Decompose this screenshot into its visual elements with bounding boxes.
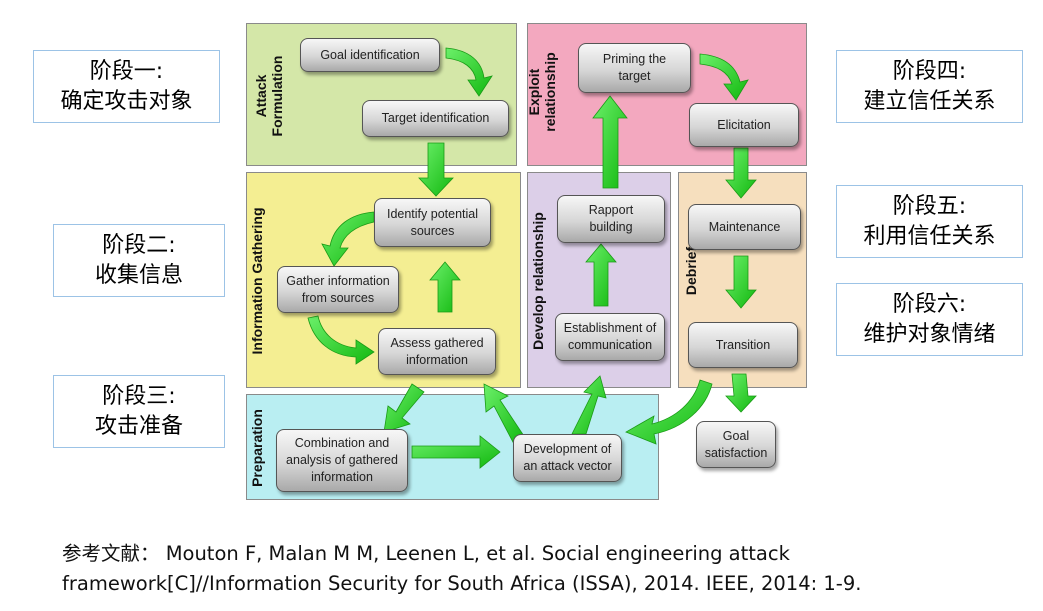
- side-label-stage-2: 阶段二: 收集信息: [53, 224, 225, 297]
- side-label-stage-3-text: 攻击准备: [94, 413, 183, 439]
- panel-title-debrief: Debrief: [683, 246, 699, 296]
- side-label-stage-4: 阶段四: 建立信任关系: [836, 50, 1023, 123]
- panel-title-develop-relationship: Develop relationship: [530, 212, 546, 350]
- reference-citation: 参考文献： Mouton F, Malan M M, Leenen L, et …: [62, 539, 1022, 599]
- node-target-identification: Target identification: [362, 100, 509, 137]
- side-label-stage-1-text: 确定攻击对象: [60, 88, 193, 114]
- panel-title-exploit-relationship: Exploit relationship: [526, 52, 558, 132]
- panel-title-attack-formulation: Attack Formulation: [253, 55, 285, 137]
- node-assess-gathered-information: Assess gathered information: [378, 328, 496, 375]
- side-label-stage-5-text: 利用信任关系: [863, 223, 996, 249]
- side-label-stage-1: 阶段一: 确定攻击对象: [33, 50, 220, 123]
- node-development-attack-vector: Development of an attack vector: [513, 434, 622, 482]
- side-label-stage-4-text: 建立信任关系: [863, 88, 996, 114]
- reference-line-1: 参考文献： Mouton F, Malan M M, Leenen L, et …: [62, 542, 790, 565]
- node-combination-analysis: Combination and analysis of gathered inf…: [276, 429, 408, 492]
- node-transition: Transition: [688, 322, 798, 368]
- side-label-stage-3: 阶段三: 攻击准备: [53, 375, 225, 448]
- node-goal-identification: Goal identification: [300, 38, 440, 72]
- side-label-stage-5: 阶段五: 利用信任关系: [836, 185, 1023, 258]
- node-gather-information: Gather information from sources: [277, 266, 399, 313]
- side-label-stage-6: 阶段六: 维护对象情绪: [836, 283, 1023, 356]
- side-label-stage-4-title: 阶段四:: [892, 58, 967, 84]
- reference-line-2: framework[C]//Information Security for S…: [62, 572, 862, 595]
- side-label-stage-2-title: 阶段二:: [102, 232, 176, 258]
- node-establishment-communication: Establishment of communication: [555, 313, 665, 361]
- side-label-stage-1-title: 阶段一:: [89, 58, 164, 84]
- node-identify-potential-sources: Identify potential sources: [374, 198, 491, 247]
- side-label-stage-2-text: 收集信息: [94, 262, 183, 288]
- side-label-stage-6-text: 维护对象情绪: [863, 321, 996, 347]
- panel-title-preparation: Preparation: [249, 409, 265, 487]
- node-maintenance: Maintenance: [688, 204, 801, 250]
- node-goal-satisfaction: Goal satisfaction: [696, 421, 776, 468]
- panel-title-information-gathering: Information Gathering: [249, 207, 265, 355]
- node-rapport-building: Rapport building: [557, 195, 665, 243]
- side-label-stage-5-title: 阶段五:: [892, 193, 967, 219]
- side-label-stage-3-title: 阶段三:: [102, 383, 176, 409]
- side-label-stage-6-title: 阶段六:: [892, 291, 967, 317]
- node-elicitation: Elicitation: [689, 103, 799, 147]
- node-priming-target: Priming the target: [578, 43, 691, 93]
